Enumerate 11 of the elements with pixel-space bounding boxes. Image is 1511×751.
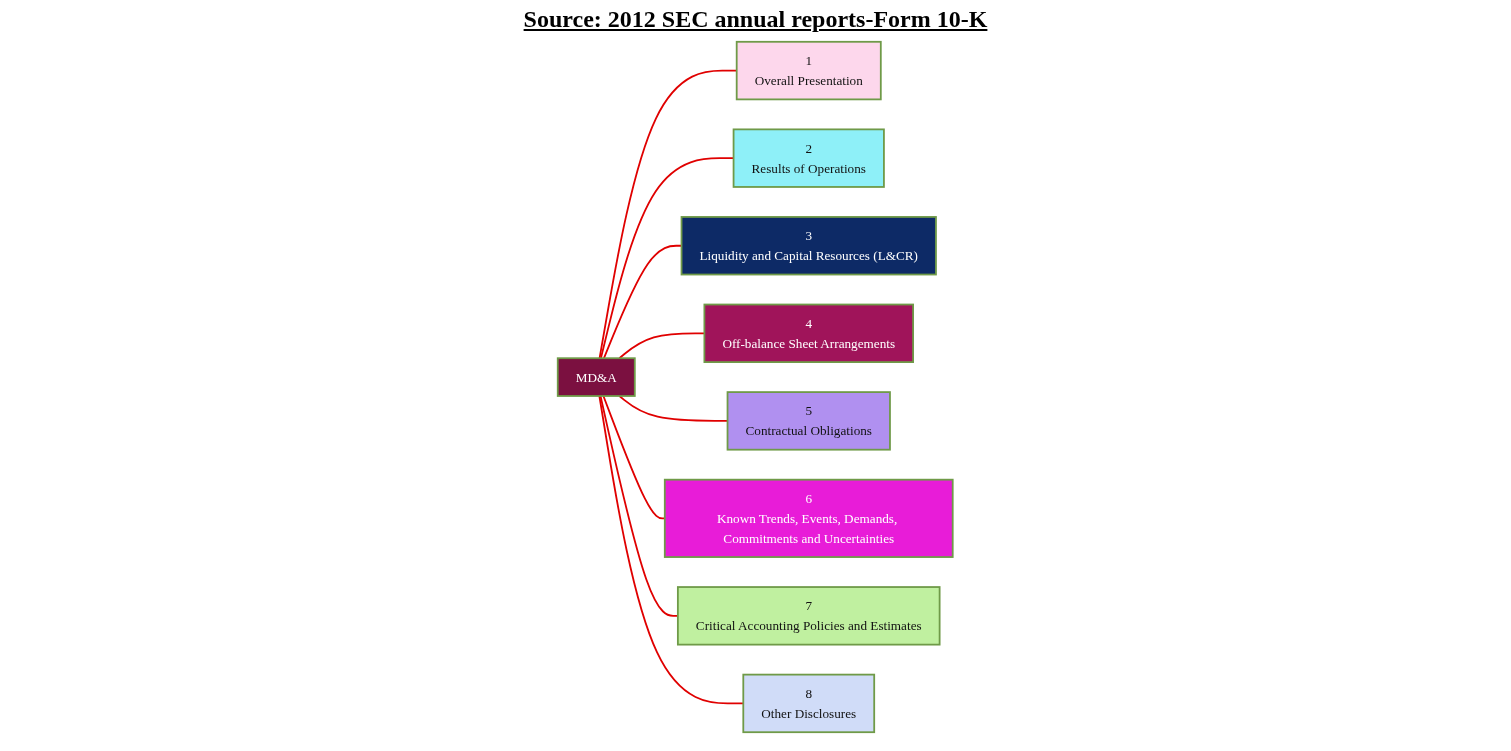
source-title: Source: 2012 SEC annual reports-Form 10-K [522, 6, 989, 33]
connector [602, 395, 666, 520]
node-box: MD&A [557, 357, 636, 397]
node-box: 5 Contractual Obligations [726, 391, 892, 451]
node-box: 7 Critical Accounting Policies and Estimates [677, 586, 941, 646]
node-box: 6 Known Trends, Events, Demands, Commitments and Uncertainties [664, 478, 954, 558]
node-box: 4 Off-balance Sheet Arrangements [703, 303, 915, 363]
node-box: 1 Overall Presentation [736, 40, 882, 101]
node-box: 8 Other Disclosures [742, 673, 876, 734]
node-box: 2 Results of Operations [732, 128, 886, 188]
node-box: 3 Liquidity and Capital Resources (L&CR) [680, 216, 938, 276]
